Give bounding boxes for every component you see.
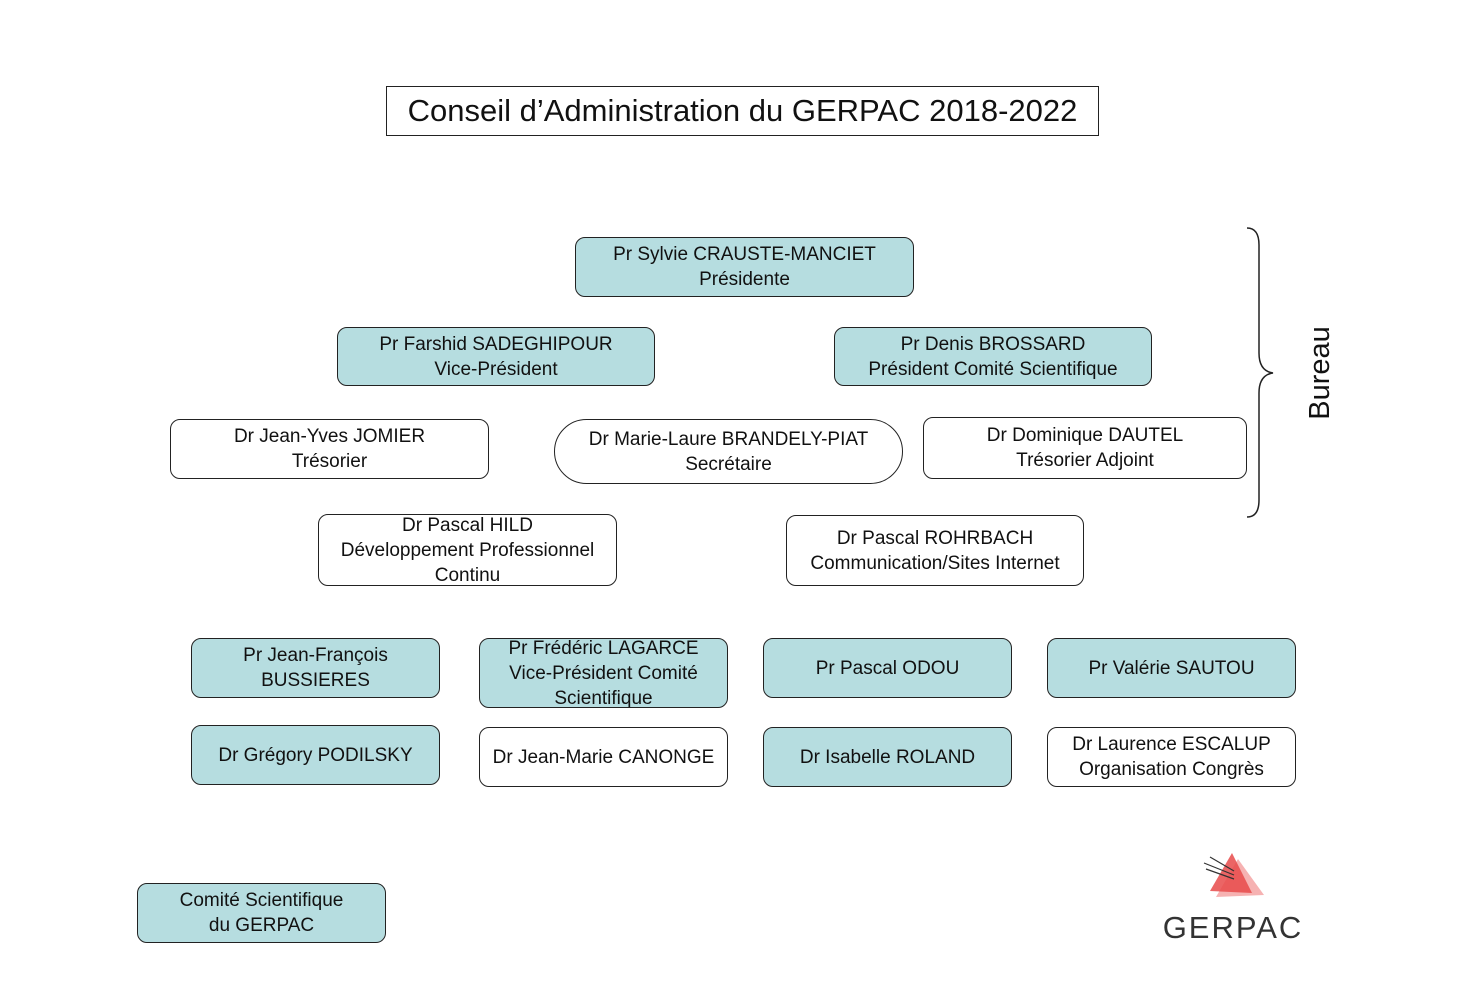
page-title-text: Conseil d’Administration du GERPAC 2018-… [407,93,1078,128]
gerpac-logo-wordmark: GERPAC [1162,910,1304,945]
node-dpc: Dr Pascal HILD Développement Professionn… [318,514,617,586]
node-president: Pr Sylvie CRAUSTE-MANCIET Présidente [575,237,914,297]
node-name: Dr Pascal ROHRBACH [836,527,1034,549]
node-name: Pr Valérie SAUTOU [1088,657,1255,679]
node-role: Développement Professionnel [340,539,595,561]
node-name: Dr Pascal HILD [402,514,533,536]
legend-text-continued: du GERPAC [208,915,315,936]
legend-scientific-committee: Comité Scientifique du GERPAC [137,883,386,943]
node-name: Dr Laurence ESCALUP [1072,734,1271,755]
node-scientific-president: Pr Denis BROSSARD Président Comité Scien… [834,327,1152,386]
node-bussieres: Pr Jean-François BUSSIERES [191,638,440,698]
node-roland: Dr Isabelle ROLAND [763,727,1012,787]
node-name: Dr Isabelle ROLAND [799,746,976,768]
node-name: Dr Dominique DAUTEL [986,425,1184,446]
node-role: Organisation Congrès [1079,759,1264,780]
legend-text: Comité Scientifique [179,890,344,911]
node-role: Vice-Président [434,358,558,380]
node-communication: Dr Pascal ROHRBACH Communication/Sites I… [786,515,1084,586]
node-name: Pr Frédéric LAGARCE [508,638,699,659]
node-odou: Pr Pascal ODOU [763,638,1012,698]
logo-stroke [1209,856,1235,872]
node-role-continued: Scientifique [554,687,653,708]
node-name: Pr Jean-François [243,645,388,666]
bureau-label: Bureau [1302,313,1338,433]
page-title: Conseil d’Administration du GERPAC 2018-… [386,86,1099,136]
node-name: Pr Pascal ODOU [815,657,960,679]
node-role: Trésorier Adjoint [1016,450,1154,471]
node-role: Trésorier [291,451,368,472]
gerpac-logo-text: GERPAC [1160,908,1306,948]
node-role: Communication/Sites Internet [810,552,1060,574]
node-role: Présidente [699,269,790,290]
node-role: Secrétaire [685,453,772,475]
node-name: Dr Jean-Yves JOMIER [233,426,426,447]
node-name: Dr Grégory PODILSKY [218,744,413,766]
node-deputy-treasurer: Dr Dominique DAUTEL Trésorier Adjoint [923,417,1247,479]
node-name: Pr Farshid SADEGHIPOUR [379,333,613,355]
bureau-label-text: Bureau [1303,326,1336,420]
node-role: Président Comité Scientifique [868,358,1118,380]
node-podilsky: Dr Grégory PODILSKY [191,725,440,785]
logo-stroke [1203,862,1235,876]
node-treasurer: Dr Jean-Yves JOMIER Trésorier [170,419,489,479]
node-name: Dr Marie-Laure BRANDELY-PIAT [588,428,869,450]
node-canonge: Dr Jean-Marie CANONGE [479,727,728,787]
node-role: Vice-Président Comité [509,662,698,684]
logo-stroke [1205,868,1235,880]
node-name: Dr Jean-Marie CANONGE [492,746,715,768]
gerpac-triangle-logo-icon [1203,853,1264,897]
bureau-brace-path [1246,227,1274,518]
bureau-brace [1246,227,1274,518]
node-name: Pr Denis BROSSARD [900,333,1086,355]
node-name-continued: BUSSIERES [261,670,370,691]
node-lagarce: Pr Frédéric LAGARCE Vice-Président Comit… [479,638,728,708]
node-secretary: Dr Marie-Laure BRANDELY-PIAT Secrétaire [554,419,903,484]
node-sautou: Pr Valérie SAUTOU [1047,638,1296,698]
node-vice-president: Pr Farshid SADEGHIPOUR Vice-Président [337,327,655,386]
node-role-continued: Continu [434,564,501,586]
logo-triangle-front [1210,853,1252,893]
node-name: Pr Sylvie CRAUSTE-MANCIET [613,244,876,265]
node-escalup: Dr Laurence ESCALUP Organisation Congrès [1047,727,1296,787]
